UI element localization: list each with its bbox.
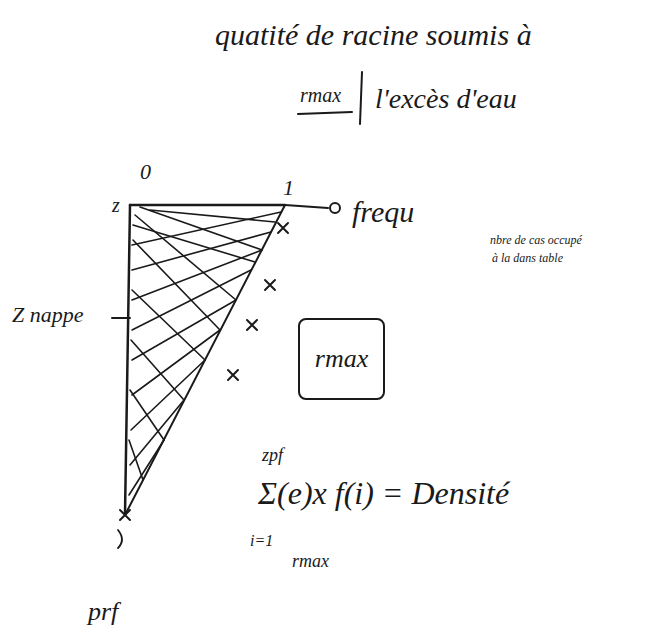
formula-text: Σ(e)x f(i) = Densité [258,476,509,511]
boxed-term: rmax [298,318,385,400]
sum-bound: rmax [292,552,329,572]
note-text: à la dans table [492,252,563,265]
sum-bound: i=1 [250,532,273,550]
axis-name: z [112,194,120,216]
axis-value: 1 [283,176,294,200]
axis-name: frequ [352,195,414,228]
axis-value: 0 [140,160,151,184]
sketch-title: quatité de racine soumis à [215,18,532,51]
note-text: nbre de cas occupé [490,234,582,247]
sum-bound: zpf [262,446,283,466]
rmax-label: rmax [300,84,341,106]
axis-name: prf [88,598,118,627]
note-text: l'excès d'eau [375,84,517,115]
box-text: rmax [315,344,368,374]
level-label: Z nappe [12,303,84,327]
